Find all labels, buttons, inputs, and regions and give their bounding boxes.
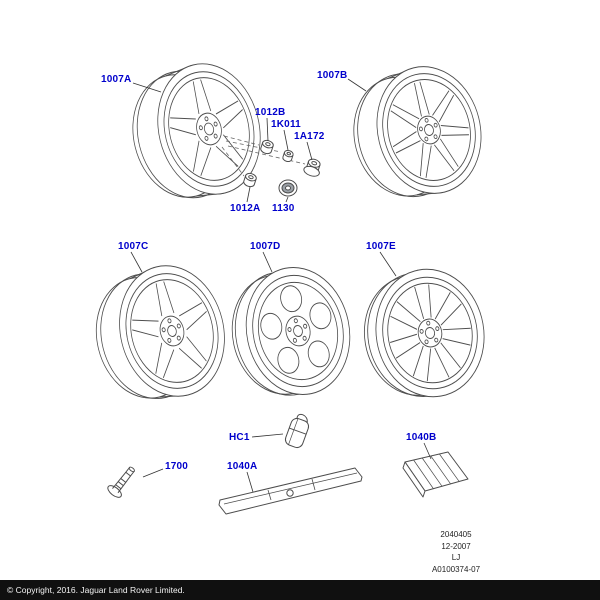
wheel-drawing-1007e [363, 268, 485, 398]
drawing-footnote: 2040405 12-2007 LJ A0100374-07 [408, 529, 504, 575]
nut-drawing-1k011 [282, 149, 294, 163]
fastener-dashed-leaders [221, 135, 306, 177]
strip-weight-drawing-1040a [218, 467, 363, 515]
wheel-drawing-1007a [132, 63, 261, 199]
nut-drawing-1012a [243, 172, 257, 188]
clip-weight-drawing-hc1 [284, 413, 310, 449]
callout-nut-1012a[interactable]: 1012A [230, 203, 261, 214]
footnote-line-2: 12-2007 [441, 541, 471, 551]
footnote-line-1: 2040405 [440, 530, 472, 539]
callout-leader-lines [130, 78, 432, 493]
callout-nut-1012b[interactable]: 1012B [255, 107, 286, 118]
callout-wheel-1007a[interactable]: 1007A [101, 74, 132, 85]
cap-drawing-1130 [278, 179, 298, 197]
valve-drawing-1700 [107, 466, 135, 498]
nut-drawing-1a172 [303, 158, 321, 177]
callout-clip-weight-hc1[interactable]: HC1 [229, 432, 250, 443]
wheel-drawing-1007d [231, 267, 351, 396]
callout-cap-1130[interactable]: 1130 [272, 203, 295, 214]
wheel-drawing-1007c [95, 265, 225, 400]
nut-drawing-1012b [260, 139, 274, 155]
callout-nut-1k011[interactable]: 1K011 [271, 119, 301, 130]
callout-strip-1040a[interactable]: 1040A [227, 461, 258, 472]
callout-wheel-1007d[interactable]: 1007D [250, 241, 281, 252]
callout-wheel-1007e[interactable]: 1007E [366, 241, 396, 252]
callout-nut-1a172[interactable]: 1A172 [294, 131, 325, 142]
footnote-line-4: A0100374-07 [431, 564, 481, 574]
copyright-text: © Copyright, 2016. Jaguar Land Rover Lim… [7, 585, 185, 595]
callout-adhesive-1040b[interactable]: 1040B [406, 432, 437, 443]
footnote-line-3: LJ [451, 553, 461, 562]
callout-wheel-1007c[interactable]: 1007C [118, 241, 149, 252]
callout-valve-1700[interactable]: 1700 [165, 461, 189, 472]
adhesive-weight-drawing-1040b [402, 451, 469, 498]
callout-wheel-1007b[interactable]: 1007B [317, 70, 348, 81]
wheel-drawing-1007b [353, 66, 482, 198]
copyright-bar: © Copyright, 2016. Jaguar Land Rover Lim… [0, 580, 600, 600]
